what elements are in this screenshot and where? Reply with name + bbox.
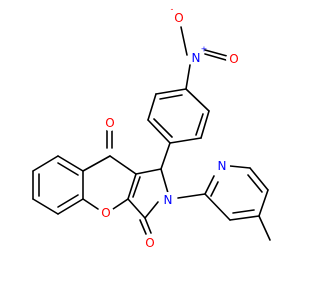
bond-c3-o — [144, 217, 152, 234]
bond-bz-2 — [32, 155, 59, 172]
bond-ph-2 — [200, 110, 210, 139]
bond-bz-5 — [57, 198, 84, 215]
bond-bz-5b — [57, 194, 79, 208]
bond-py-2 — [229, 165, 251, 169]
pyridine-n-atom: N — [214, 158, 230, 174]
bond-ph-1 — [185, 88, 210, 112]
bond-bz-1 — [57, 155, 84, 172]
atom-labels: O - N + O O N O O N — [98, 5, 242, 251]
bond-ph-6b — [159, 94, 183, 100]
bond-bz-4 — [32, 198, 59, 215]
nitro-o-label: O — [229, 52, 238, 66]
bond-py-6 — [204, 193, 231, 221]
carbonyl-o-bottom-label: O — [145, 236, 154, 250]
bond-n-o-minus — [180, 26, 188, 56]
bond-c3a-c9a — [127, 173, 137, 200]
bond-c3-c3a — [127, 198, 146, 219]
nitro-n-atom: N + — [188, 45, 208, 66]
bond-ph-5 — [147, 93, 157, 121]
bond-ph-2b — [195, 113, 204, 136]
nitro-o-minus-label: O — [174, 11, 183, 25]
nitro-o-minus-charge: - — [171, 5, 174, 14]
bond-bz-1b — [57, 162, 79, 176]
carbonyl-o-top-atom: O — [102, 115, 118, 131]
bond-ph-ch — [160, 142, 171, 170]
bond-ph-4 — [147, 119, 171, 144]
bond-c4a-o — [82, 198, 99, 210]
pyrrole-n-atom: N — [160, 192, 176, 208]
bond-py-5 — [229, 215, 260, 221]
bond-n-pyridyl — [177, 193, 206, 199]
bond-n-aryl — [185, 64, 191, 90]
bond-c3-o-b — [139, 219, 147, 235]
bonds — [32, 26, 271, 241]
bond-ph-3 — [169, 137, 202, 144]
pyridine-n-label: N — [218, 159, 227, 173]
nitro-o-atom: O — [226, 51, 242, 67]
nitro-o-minus-atom: O - — [171, 5, 187, 26]
bond-py-3b — [247, 174, 263, 193]
bond-ch-n — [160, 168, 169, 194]
bond-ch-c9a — [135, 168, 162, 175]
carbonyl-o-top-label: O — [105, 116, 114, 130]
pyrrole-n-label: N — [164, 193, 173, 207]
bond-ph-6 — [155, 88, 187, 95]
bond-ph-4b — [153, 118, 173, 138]
bond-c3a-c9a-b — [132, 176, 141, 198]
bond-py-1 — [204, 175, 215, 195]
bond-o-c3a — [112, 198, 129, 210]
bond-n-c3 — [144, 201, 159, 219]
ring-o-label: O — [101, 206, 110, 220]
nitro-n-label: N — [192, 51, 201, 65]
molecule-structure: O - N + O O N O O N — [32, 5, 271, 251]
bond-methyl — [258, 215, 271, 241]
bond-py-5b — [232, 209, 255, 214]
bond-py-1b — [210, 181, 219, 197]
nitro-n-charge: + — [201, 45, 208, 54]
ring-o-atom: O — [98, 205, 114, 221]
carbonyl-o-bottom-atom: O — [142, 235, 158, 251]
bond-py-4 — [258, 189, 269, 217]
bond-c9a-c9 — [109, 155, 137, 175]
bond-c9-c8a — [82, 155, 111, 172]
bond-n-o-double-2 — [204, 53, 227, 61]
bond-py-3 — [249, 167, 269, 191]
bond-n-o-double — [204, 49, 228, 57]
